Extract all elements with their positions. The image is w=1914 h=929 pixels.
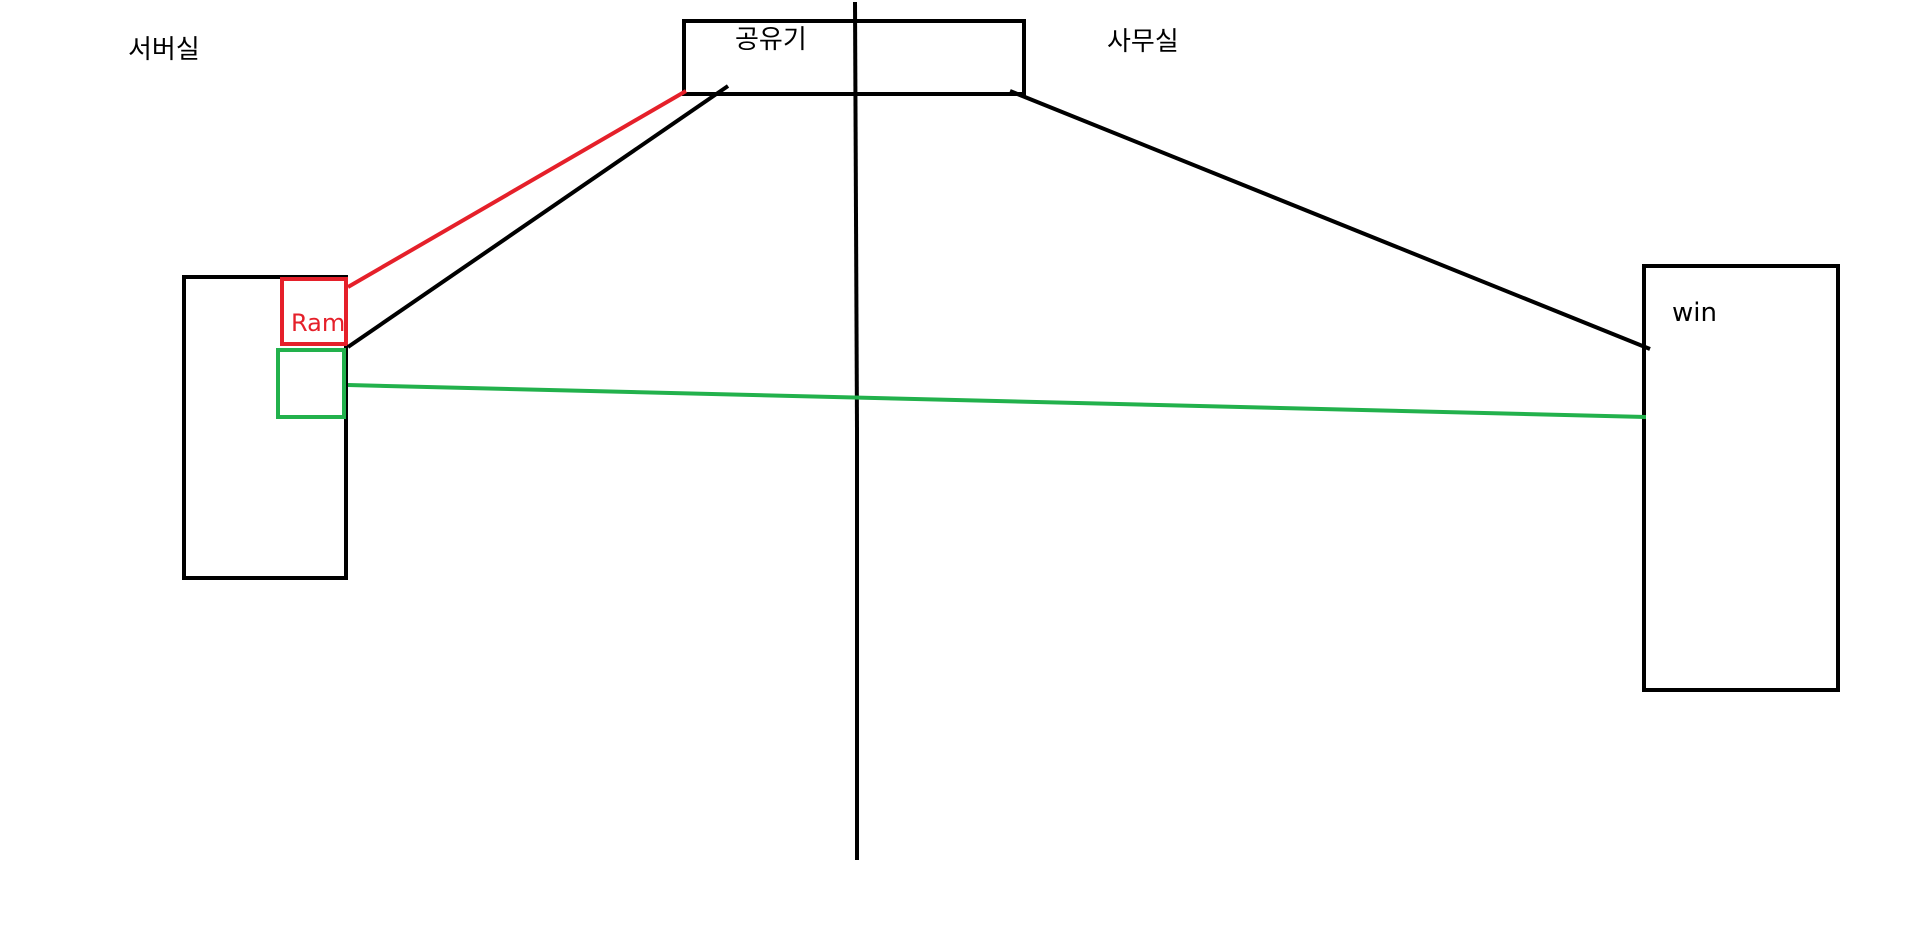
win-label: win [1672, 298, 1717, 328]
server-win-green-link [347, 383, 1647, 419]
divider-line-top [853, 1, 859, 431]
server-room-label: 서버실 [128, 35, 200, 65]
office-label: 사무실 [1107, 27, 1179, 57]
ram-router-link [346, 89, 688, 289]
green-port-box [276, 348, 346, 419]
ram-label: Ram [291, 309, 345, 337]
win-box [1642, 264, 1840, 692]
server-router-link [346, 84, 730, 349]
ram-box [280, 277, 348, 346]
server-box [182, 275, 348, 580]
router-win-link [1009, 89, 1651, 351]
router-label: 공유기 [735, 25, 807, 55]
